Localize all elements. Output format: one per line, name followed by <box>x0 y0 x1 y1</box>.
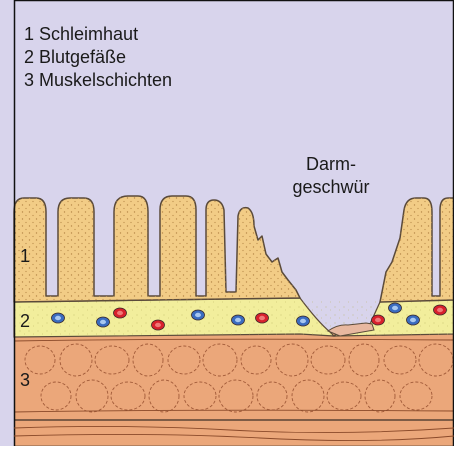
vein-cross-section <box>97 317 110 327</box>
artery-cross-section <box>256 313 269 323</box>
legend-item-muscle-layers: 3 Muskelschichten <box>24 70 172 90</box>
ulcer-label-line1: Darm- <box>306 154 356 174</box>
vein-cross-section <box>192 310 205 320</box>
vein-cross-section <box>232 315 245 325</box>
ulcer-label-line2: geschwür <box>292 177 369 197</box>
vein-cross-section <box>297 316 310 326</box>
layer-number-mucosa: 1 <box>20 246 30 266</box>
layer-number-vessels: 2 <box>20 311 30 331</box>
artery-cross-section <box>152 320 165 330</box>
artery-cross-section <box>434 305 447 315</box>
artery-cross-section <box>372 315 385 325</box>
vessel-layer <box>14 298 454 337</box>
vein-cross-section <box>389 303 402 313</box>
vein-cross-section <box>407 315 420 325</box>
artery-cross-section <box>114 308 127 318</box>
layer-number-muscle: 3 <box>20 370 30 390</box>
vein-cross-section <box>52 313 65 323</box>
muscle-layer <box>14 330 454 446</box>
legend-item-mucosa: 1 Schleimhaut <box>24 24 138 44</box>
legend-item-blood-vessels: 2 Blutgefäße <box>24 47 126 67</box>
